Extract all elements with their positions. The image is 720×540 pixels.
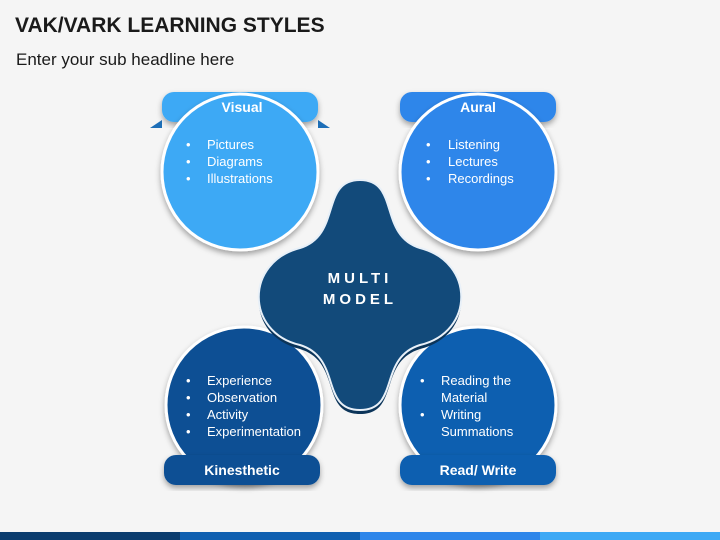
list-item: Writing	[441, 407, 481, 422]
visual-ribbon-fold-right	[318, 120, 330, 128]
list-item: Lectures	[448, 154, 498, 169]
read-write-label: Read/ Write	[440, 462, 517, 478]
quadrant-aural: Aural • Listening • Lectures • Recording…	[398, 92, 558, 252]
read-write-bullet-list: • Reading the Material • Writing Summati…	[420, 373, 514, 439]
bullet-dot: •	[420, 373, 425, 388]
bullet-dot: •	[426, 171, 431, 186]
footer-color-bar	[0, 532, 720, 540]
bullet-dot: •	[186, 137, 191, 152]
quadrant-kinesthetic: Kinesthetic • Experience • Observation •…	[164, 325, 324, 485]
quadrant-read-write: Read/ Write • Reading the Material • Wri…	[398, 325, 558, 485]
footer-bar-segment	[180, 532, 360, 540]
kinesthetic-label: Kinesthetic	[204, 462, 280, 478]
quadrant-visual: Visual • Pictures • Diagrams • Illustrat…	[150, 92, 330, 252]
list-item: Illustrations	[207, 171, 273, 186]
slide-title: VAK/VARK LEARNING STYLES	[15, 14, 325, 37]
center-shape-body	[257, 178, 463, 412]
bullet-dot: •	[186, 424, 191, 439]
list-item: Listening	[448, 137, 500, 152]
bullet-dot: •	[426, 137, 431, 152]
visual-label: Visual	[222, 99, 263, 115]
read-write-header-ribbon	[400, 455, 556, 485]
slide-subtitle: Enter your sub headline here	[16, 50, 235, 69]
list-item: Material	[441, 390, 487, 405]
kinesthetic-bullet-list: • Experience • Observation • Activity • …	[186, 373, 301, 439]
footer-bar-segment	[0, 532, 180, 540]
list-item: Summations	[441, 424, 514, 439]
footer-bar-segment	[360, 532, 540, 540]
footer-bar-segment	[540, 532, 720, 540]
aural-label: Aural	[460, 99, 496, 115]
list-item: Recordings	[448, 171, 514, 186]
aural-circle	[398, 92, 558, 252]
center-label-line1: MULTI	[328, 270, 393, 287]
center-shape: MULTI MODEL	[257, 178, 463, 414]
aural-bullet-list: • Listening • Lectures • Recordings	[426, 137, 514, 186]
list-item: Pictures	[207, 137, 254, 152]
kinesthetic-header-ribbon	[164, 455, 320, 485]
bullet-dot: •	[420, 407, 425, 422]
bullet-dot: •	[186, 171, 191, 186]
list-item: Observation	[207, 390, 277, 405]
bullet-dot: •	[186, 373, 191, 388]
visual-ribbon-fold	[150, 120, 162, 128]
list-item: Experience	[207, 373, 272, 388]
bullet-dot: •	[186, 154, 191, 169]
center-label-line2: MODEL	[323, 291, 397, 308]
list-item: Activity	[207, 407, 249, 422]
visual-bullet-list: • Pictures • Diagrams • Illustrations	[186, 137, 273, 186]
bullet-dot: •	[186, 390, 191, 405]
list-item: Experimentation	[207, 424, 301, 439]
list-item: Diagrams	[207, 154, 263, 169]
bullet-dot: •	[186, 407, 191, 422]
bullet-dot: •	[426, 154, 431, 169]
list-item: Reading the	[441, 373, 511, 388]
visual-circle	[160, 92, 320, 252]
